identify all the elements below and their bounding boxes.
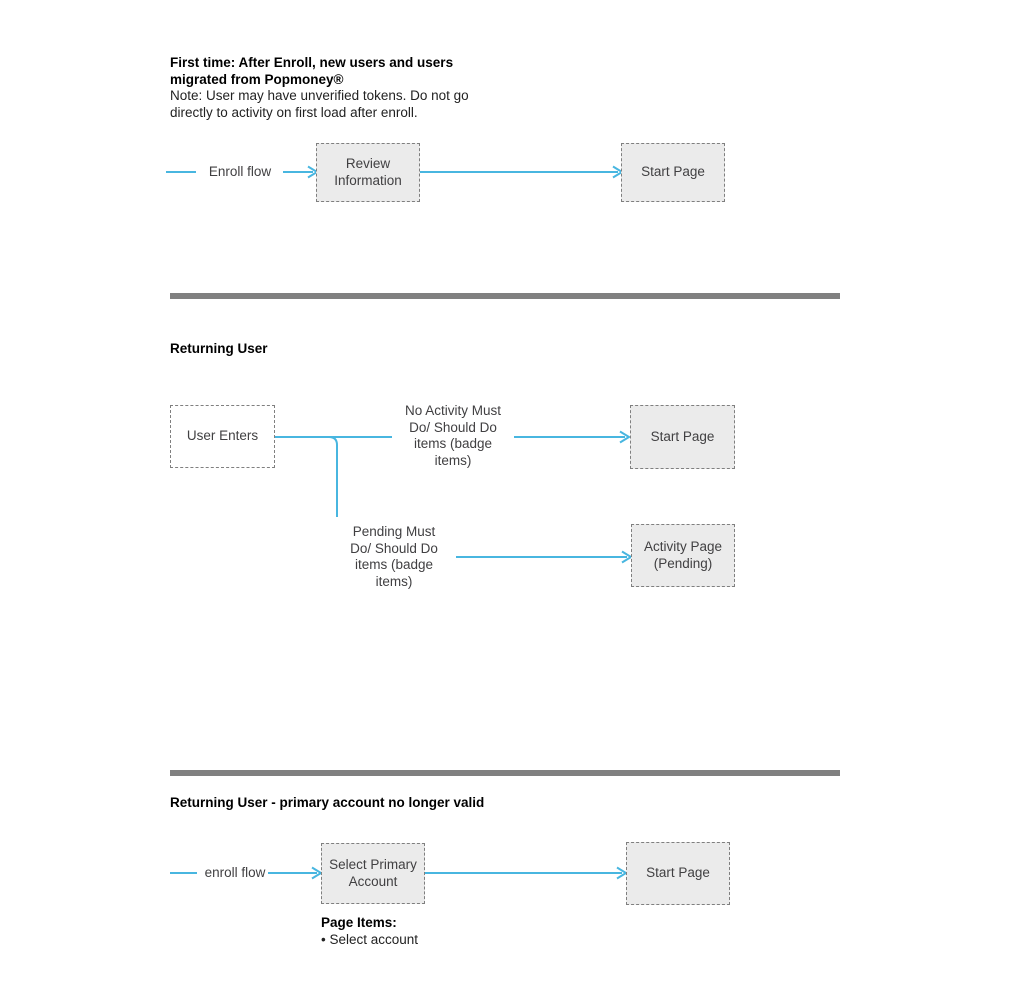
enroll-flow-label-2: enroll flow xyxy=(204,865,266,880)
arrowhead-noactivity-to-startpage xyxy=(619,430,631,444)
branch-elbow-down xyxy=(328,436,338,517)
arrowhead-enroll-to-selectprimary xyxy=(311,866,323,880)
arrowhead-selectprimary-to-startpage xyxy=(616,866,628,880)
section1-note: Note: User may have unverified tokens. D… xyxy=(170,88,469,120)
section3-title: Returning User - primary account no long… xyxy=(170,795,485,810)
page-items-heading: Page Items: xyxy=(321,915,397,930)
start-page-box-3: Start Page xyxy=(626,842,730,905)
section1-header: First time: After Enroll, new users and … xyxy=(170,55,510,121)
arrowhead-pending-to-activitypage xyxy=(621,550,633,564)
pending-condition-label: Pending Must Do/ Should Do items (badge … xyxy=(350,524,438,589)
start-page-box-2: Start Page xyxy=(630,405,735,469)
review-information-box: Review Information xyxy=(316,143,420,202)
page-items-bullet: • Select account xyxy=(321,931,419,947)
select-primary-account-box: Select Primary Account xyxy=(321,843,425,904)
page-items-block: Page Items: • Select account xyxy=(321,915,481,948)
enroll-flow-label-1: Enroll flow xyxy=(208,164,272,179)
section-divider-1 xyxy=(170,293,840,299)
section2-title: Returning User xyxy=(170,341,268,356)
start-page-box-1: Start Page xyxy=(621,143,725,202)
activity-page-pending-box: Activity Page (Pending) xyxy=(631,524,735,587)
no-activity-condition-label: No Activity Must Do/ Should Do items (ba… xyxy=(404,403,502,468)
user-enters-box: User Enters xyxy=(170,405,275,468)
section-divider-2 xyxy=(170,770,840,776)
section1-title: First time: After Enroll, new users and … xyxy=(170,55,454,87)
